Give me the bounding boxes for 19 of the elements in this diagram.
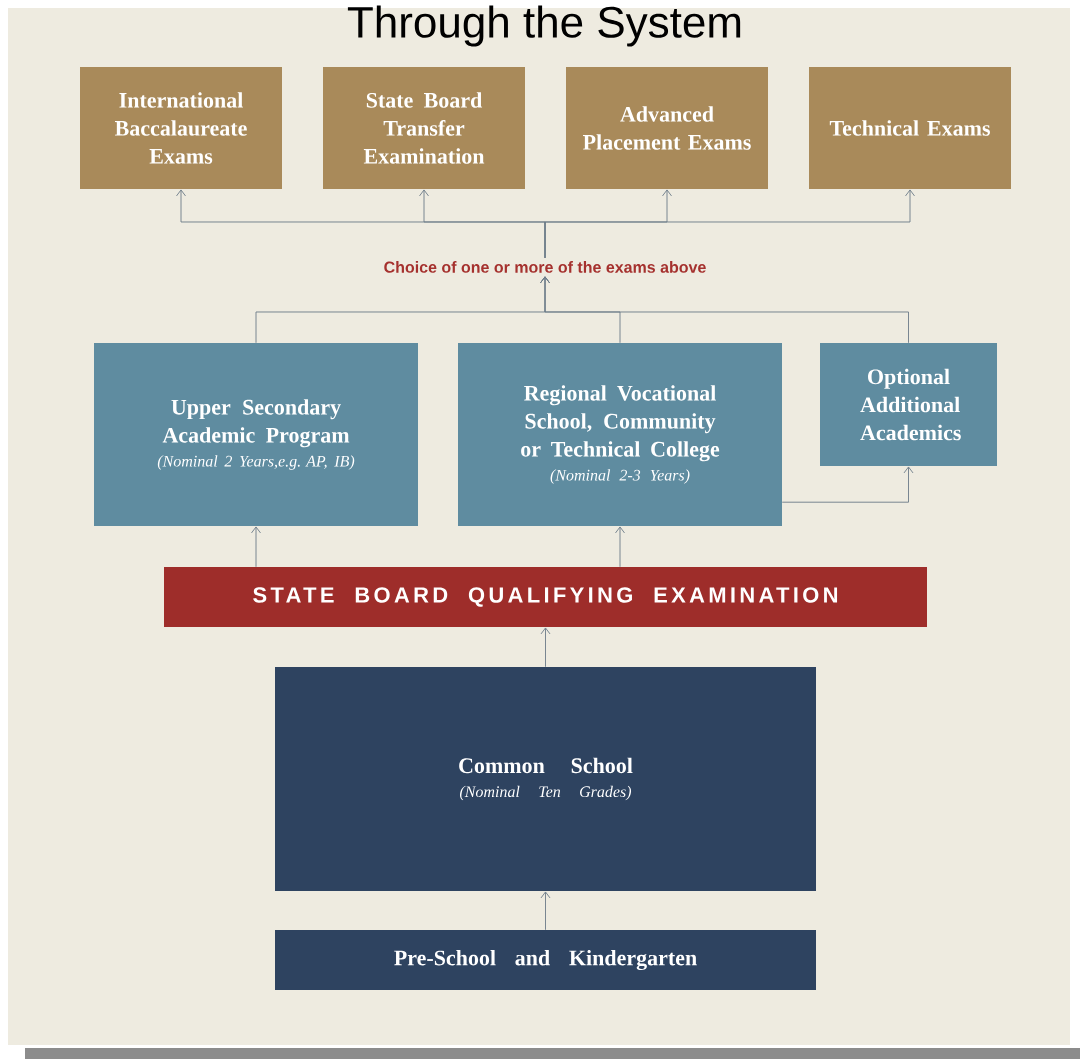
school-box: Pre-School and Kindergarten xyxy=(275,930,816,990)
exam-box: Technical Exams xyxy=(809,67,1011,189)
arrow xyxy=(251,526,261,568)
program-box: Regional Vocational School, Community or Technical College (Nominal 2-3 Years) xyxy=(458,343,782,526)
exam-box: Advanced Placement Exams xyxy=(566,67,768,189)
arrow xyxy=(615,526,625,568)
exam-banner: STATE BOARD QUALIFYING EXAMINATION xyxy=(164,567,927,627)
school-box: Common School (Nominal Ten Grades) xyxy=(275,667,816,891)
exam-box: International Baccalaureate Exams xyxy=(80,67,282,189)
arrow xyxy=(544,189,915,259)
title: Through the System xyxy=(347,5,741,47)
program-box: Upper Secondary Academic Program (Nominal 2 Years,e.g. AP, IB) xyxy=(94,343,418,526)
arrow xyxy=(540,627,551,668)
arrow xyxy=(540,891,551,931)
arrow xyxy=(540,276,909,344)
choice-label: Choice of one or more of the exams above xyxy=(384,261,706,273)
arrow xyxy=(781,466,914,503)
program-box: Optional Additional Academics xyxy=(820,343,997,466)
exam-box: State Board Transfer Examination xyxy=(323,67,525,189)
